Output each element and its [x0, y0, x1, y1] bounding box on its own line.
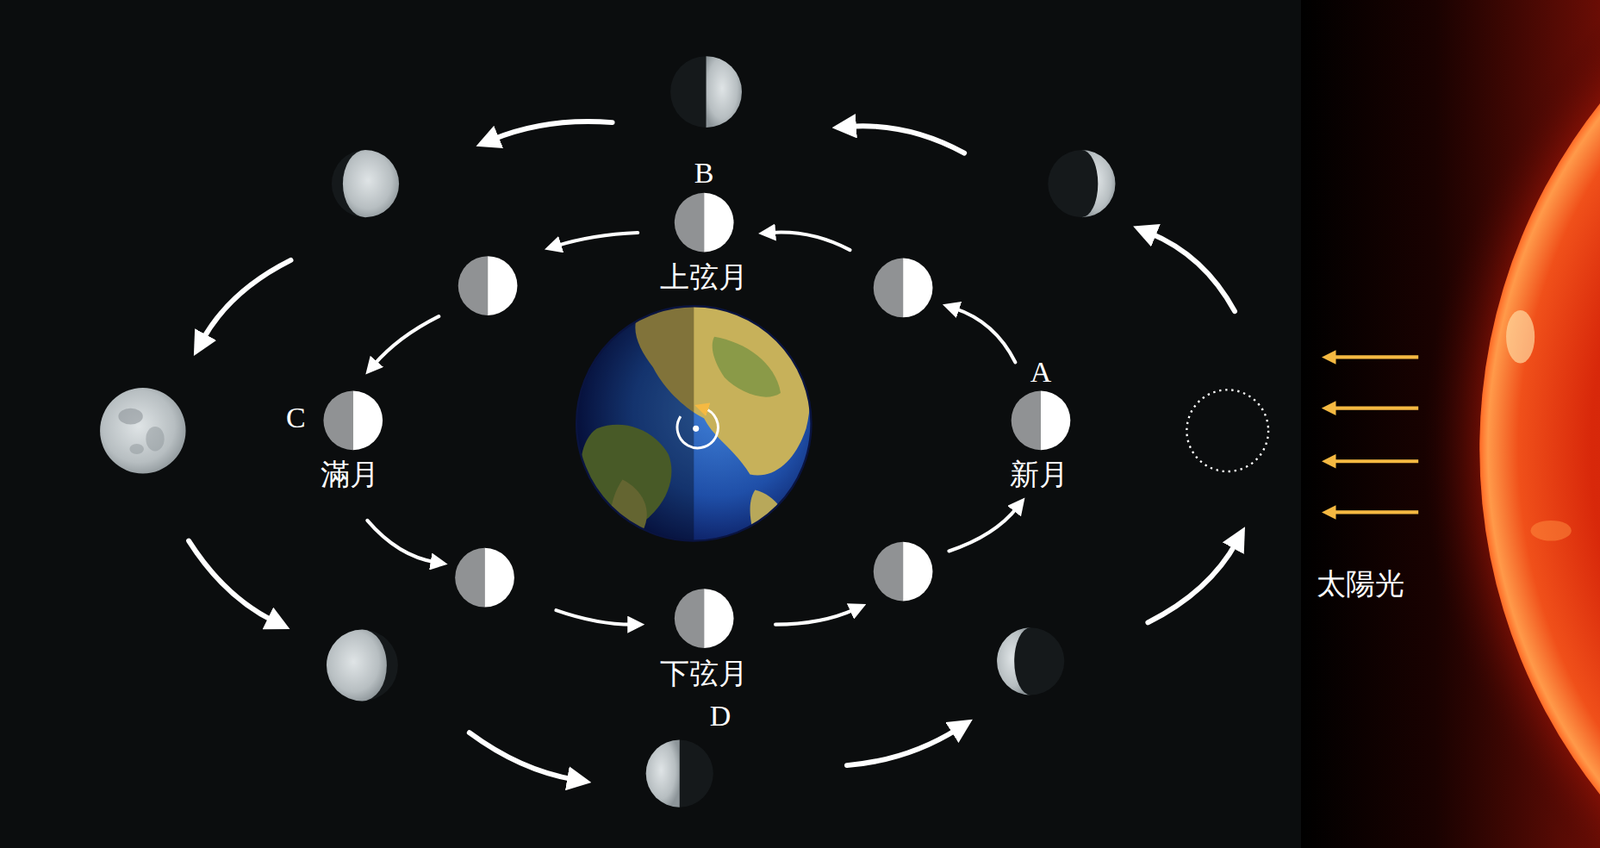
inner-moons-part [873, 541, 934, 602]
inner-arrows-part [775, 609, 855, 625]
moon-appearances-part [1186, 389, 1269, 472]
moon-appearances [99, 56, 1269, 808]
moon-appearances-part [326, 629, 387, 702]
moon-appearances-part [646, 739, 714, 807]
inner-moons-part [1011, 391, 1071, 451]
moon-appearances-part [646, 739, 680, 807]
sunlight-arrows-part [1332, 459, 1420, 463]
inner-moons-part-part [902, 541, 933, 602]
inner-moons-part-part [458, 255, 488, 316]
inner-moons-part-part [323, 391, 353, 451]
inner-moons-part [323, 391, 383, 451]
sun-part [1423, 0, 1600, 848]
moon-appearances-part [129, 443, 144, 455]
moon-appearances-part [145, 426, 164, 451]
earth-part [576, 305, 811, 541]
inner-moons-part [454, 547, 515, 608]
inner-moons-part-part [485, 547, 515, 608]
moon-appearances-part [996, 627, 1065, 695]
sunlight-arrows-part [1332, 510, 1420, 514]
inner-moons-part-part [873, 258, 903, 318]
earth-part-part [712, 336, 781, 398]
phase-letter: C [286, 402, 306, 435]
inner-moons [323, 192, 1071, 648]
outer-arrows-part [469, 732, 575, 779]
inner-arrows-part [948, 507, 1017, 552]
moon-appearances-part [1081, 149, 1115, 218]
inner-moons-part [674, 588, 735, 648]
inner-moons-part-part [674, 588, 704, 648]
sun-part-part [1423, 0, 1600, 848]
outer-arrows-part [491, 121, 613, 140]
phase-name: 上弦月 [659, 261, 748, 293]
inner-moons-part-part [873, 541, 903, 602]
inner-moons-part-part [353, 391, 383, 451]
inner-moons-part-part [1040, 391, 1071, 451]
sun-part-part [1530, 520, 1571, 542]
earth-part [692, 425, 699, 432]
moon-appearances-part [706, 56, 742, 128]
inner-arrows-part [555, 232, 638, 246]
moon-appearances-part [342, 149, 399, 218]
outer-arrows-part [1149, 232, 1235, 312]
moon-appearances-part [99, 387, 186, 474]
sunlight-arrows-part [1332, 354, 1420, 359]
inner-moons-part-part [487, 255, 517, 316]
sunlight-label: 太陽光 [1316, 568, 1405, 601]
inner-moons-part-part [1011, 391, 1041, 451]
inner-moons-part-part [703, 192, 734, 253]
sun-part-part [1506, 310, 1535, 364]
phase-letter: B [694, 157, 715, 190]
earth-part [677, 408, 718, 449]
moon-appearances-part [118, 408, 143, 425]
phase-letter: D [709, 700, 732, 733]
outer-arrows-part [201, 260, 291, 342]
sun-part-part [1479, 0, 1600, 848]
outer-arrows [188, 121, 1237, 780]
inner-moons-part-part [674, 192, 704, 253]
moon-appearances-part [670, 56, 742, 128]
inner-moons-part [674, 192, 735, 253]
moon-appearances-part [331, 149, 399, 218]
inner-moons-part-part [902, 258, 933, 318]
phase-name: 下弦月 [659, 657, 748, 690]
inner-arrows-part [373, 316, 439, 366]
sunlight-arrows [1332, 356, 1420, 512]
sunlight-arrows-part [1332, 406, 1420, 411]
earth-part [571, 295, 810, 551]
moon-appearances-part [996, 627, 1031, 695]
outer-arrows-part [188, 541, 274, 623]
phase-name: 新月 [1009, 458, 1069, 491]
earth [571, 295, 811, 551]
moon-appearances-part [326, 629, 399, 702]
inner-arrows-part [555, 610, 633, 625]
outer-arrows-part [848, 125, 965, 153]
inner-arrows-part [953, 308, 1015, 363]
inner-moons-part-part [703, 588, 734, 648]
phase-name: 滿月 [320, 458, 380, 491]
inner-arrows-part [367, 520, 436, 563]
moon-appearances-part [1047, 149, 1115, 218]
outer-arrows-part [846, 728, 959, 766]
sun [1301, 0, 1600, 848]
phase-letter: A [1030, 355, 1053, 388]
inner-arrows-part [770, 232, 850, 251]
inner-arrows [367, 232, 1017, 625]
inner-moons-part [458, 255, 518, 316]
inner-moons-part [873, 258, 934, 318]
inner-moons-part-part [454, 547, 485, 608]
outer-arrows-part [1147, 541, 1237, 623]
earth-part-part [571, 295, 694, 551]
